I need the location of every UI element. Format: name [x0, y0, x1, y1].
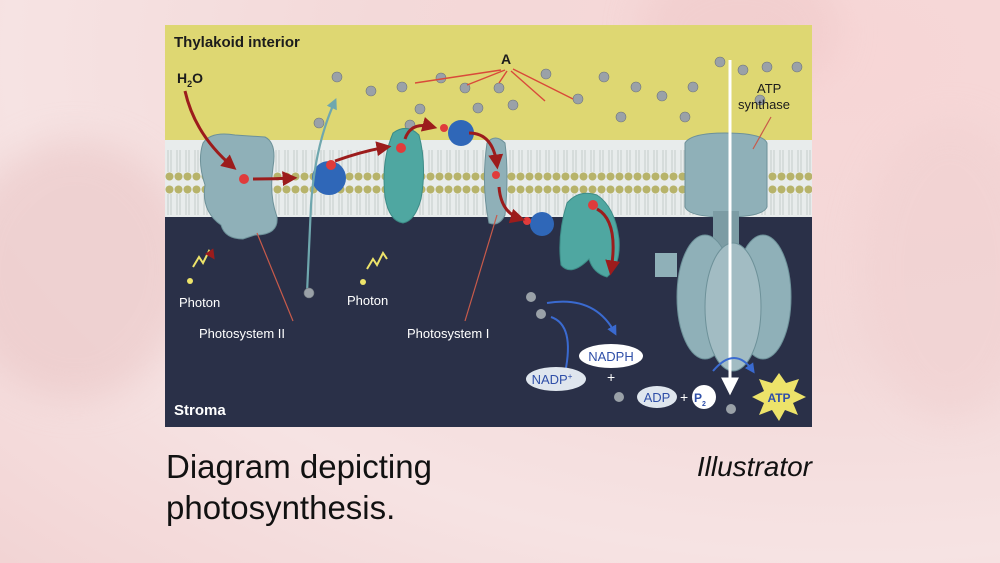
adp-label: ADP	[644, 390, 671, 405]
electron	[492, 171, 500, 179]
electron	[523, 217, 531, 225]
photon-label-2: Photon	[347, 293, 388, 308]
atp-formation-arrow	[712, 357, 755, 374]
plastoquinone-carrier	[312, 161, 346, 195]
photon-label-1: Photon	[179, 295, 220, 310]
atp-synthase-pointer	[752, 116, 772, 150]
adp-badge	[637, 386, 677, 408]
hydrogen-release-arrow	[305, 97, 337, 294]
hydrogen-ion	[614, 392, 624, 402]
electron	[326, 160, 336, 170]
photosystem-i-pointer	[464, 214, 498, 322]
thylakoid-interior-label: Thylakoid interior	[174, 34, 300, 51]
hydrogen-ion	[726, 404, 736, 414]
plus-sign: +	[680, 389, 688, 405]
plus-sign: +	[607, 369, 615, 385]
atp-starburst	[752, 373, 806, 421]
photosystem-i-label: Photosystem I	[407, 326, 489, 341]
background-blob	[860, 120, 1000, 420]
electron-flow-arrows	[183, 90, 621, 276]
photon-1	[187, 248, 215, 284]
water-label: H2O	[177, 70, 203, 89]
photosynthesis-diagram: Thylakoid interior Stroma H2O A	[165, 25, 812, 427]
figure-credit: Illustrator	[696, 451, 812, 482]
electron	[588, 200, 598, 210]
thylakoid-interior-region	[165, 25, 812, 145]
photon-2	[360, 251, 388, 285]
photosystem-ii-protein	[199, 133, 278, 240]
label-a: A	[501, 51, 511, 67]
nadp-reduction-arrow	[550, 316, 569, 374]
hydrogen-ion	[303, 287, 315, 299]
nadp-badge	[526, 367, 586, 391]
label-a-pointers	[414, 68, 574, 102]
figure-caption: Diagram depicting photosynthesis.	[166, 448, 432, 526]
electron	[440, 124, 448, 132]
electron	[239, 174, 249, 184]
plastocyanin-carrier	[448, 120, 474, 146]
hydrogen-ion	[536, 309, 546, 319]
stroma-label: Stroma	[174, 402, 226, 419]
atp-label: ATP	[767, 391, 790, 405]
nadp-reduction-arrow	[546, 300, 617, 336]
nadp-label: NADP+	[532, 372, 573, 387]
photosystem-ii-pointer	[256, 232, 294, 322]
electron	[396, 143, 406, 153]
atp-synthase-label-1: ATP	[757, 81, 781, 96]
atp-synthase-label-2: synthase	[738, 97, 790, 112]
background-blob	[0, 140, 190, 400]
nadph-label: NADPH	[588, 349, 634, 364]
hydrogen-ions-interior	[313, 56, 803, 131]
photosystem-i-protein	[483, 137, 508, 225]
hydrogen-ion	[526, 292, 536, 302]
nadph-badge	[579, 344, 643, 368]
ferredoxin-carrier	[530, 212, 554, 236]
phosphate-badge	[692, 385, 716, 409]
phosphate-label: P2	[694, 391, 706, 408]
atp-synthase-protein	[655, 132, 792, 372]
photosystem-ii-label: Photosystem II	[199, 326, 285, 341]
cytochrome-complex	[383, 128, 425, 224]
